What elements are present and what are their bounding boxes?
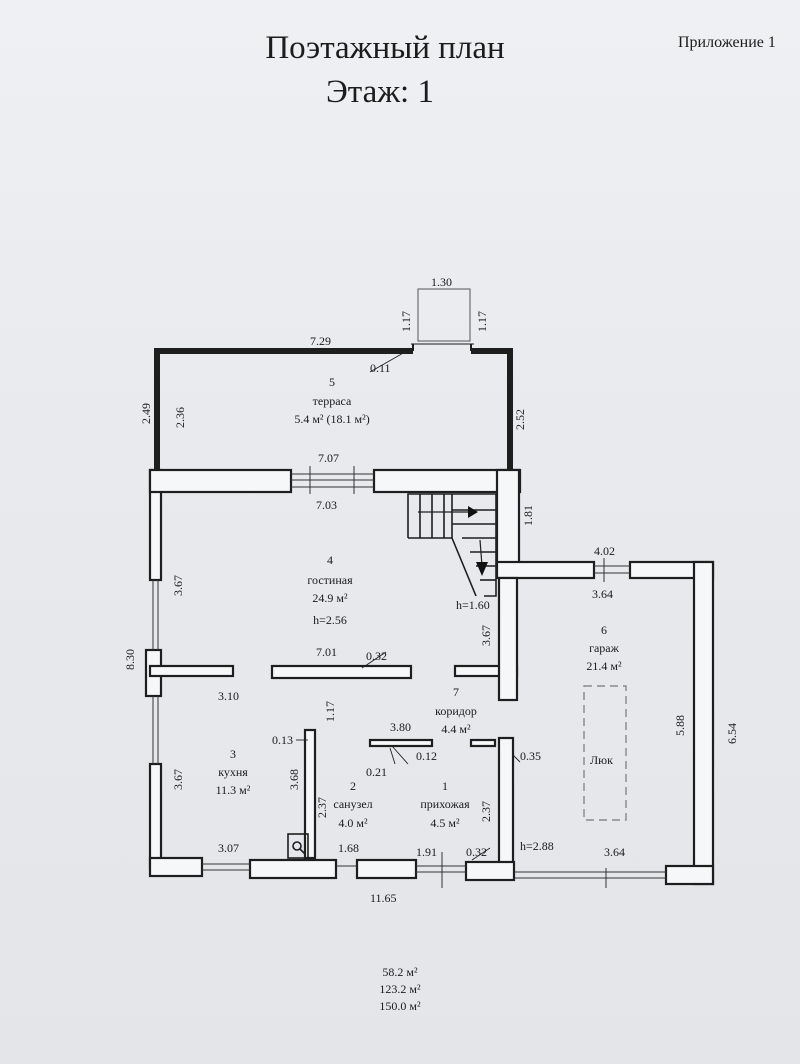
room-number: 6 xyxy=(601,623,607,637)
dim-living-left: 3.67 xyxy=(171,575,185,596)
room-kitchen: 3 кухня 11.3 м² xyxy=(216,747,251,797)
dim-terrace-top: 7.29 xyxy=(310,334,331,348)
dim-terrace-outer-left: 2.49 xyxy=(139,403,153,424)
stair-arrow-right xyxy=(468,506,478,518)
floor-label: Этаж: 1 xyxy=(326,74,434,110)
room-terrace: 5 терраса 5.4 м² (18.1 м²) xyxy=(294,375,369,426)
dim-total-left: 8.30 xyxy=(123,649,137,670)
room-name: коридор xyxy=(435,704,477,718)
total-living-area: 58.2 м² xyxy=(382,965,418,979)
dim-kitchen-left: 3.67 xyxy=(171,769,185,790)
dimension-labels: 1.30 1.17 1.17 7.29 0.11 2.49 2.36 2.52 … xyxy=(123,275,739,905)
room-garage: 6 гараж 21.4 м² xyxy=(586,623,622,673)
dim-corridor-height: 1.17 xyxy=(323,701,337,722)
room-area: 4.5 м² xyxy=(430,816,460,830)
windows xyxy=(152,466,666,888)
dim-bath-left: 2.37 xyxy=(315,797,329,818)
dim-living-top-inner: 7.03 xyxy=(316,498,337,512)
room-number: 4 xyxy=(327,553,333,567)
dim-porch-right: 1.17 xyxy=(475,311,489,332)
dim-wall-032-a: 0.32 xyxy=(366,649,387,663)
room-hallway: 1 прихожая 4.5 м² xyxy=(420,779,470,830)
room-name: гараж xyxy=(589,641,620,655)
dim-terrace-wall: 0.11 xyxy=(370,361,391,375)
stair-arrow-down xyxy=(476,562,488,576)
staircase xyxy=(407,493,497,597)
dim-stair-right: 3.67 xyxy=(479,625,493,646)
room-corridor: 7 коридор 4.4 м² xyxy=(435,685,477,736)
room-number: 1 xyxy=(442,779,448,793)
fan-icon xyxy=(287,833,309,859)
room-living: 4 гостиная 24.9 м² h=2.56 xyxy=(307,553,353,627)
dim-kitchen-bottom: 3.07 xyxy=(218,841,239,855)
room-area: 4.0 м² xyxy=(338,816,368,830)
room-name: гостиная xyxy=(307,573,353,587)
dim-porch-width: 1.30 xyxy=(431,275,452,289)
dim-kitchen-top: 3.10 xyxy=(218,689,239,703)
stair-height-label: h=1.60 xyxy=(456,598,490,612)
hatch-label: Люк xyxy=(590,753,613,767)
dim-living-top-outer: 7.07 xyxy=(318,451,339,465)
total-main-area: 123.2 м² xyxy=(379,982,421,996)
dim-garage-top-inner: 3.64 xyxy=(592,587,613,601)
dim-stair-side: 1.81 xyxy=(521,505,535,526)
room-number: 5 xyxy=(329,375,335,389)
dim-garage-inner-right: 5.88 xyxy=(673,715,687,736)
dim-hall-right: 2.37 xyxy=(479,801,493,822)
room-number: 2 xyxy=(350,779,356,793)
garage-height-label: h=2.88 xyxy=(520,839,554,853)
dim-terrace-right: 2.52 xyxy=(513,409,527,430)
dim-porch-left: 1.17 xyxy=(399,311,413,332)
room-number: 3 xyxy=(230,747,236,761)
plan-title: Поэтажный план xyxy=(265,30,505,66)
dim-wall-032-b: 0.32 xyxy=(466,845,487,859)
dim-kitchen-right: 3.68 xyxy=(287,769,301,790)
dim-bath-bottom: 1.68 xyxy=(338,841,359,855)
area-totals: 58.2 м² 123.2 м² 150.0 м² xyxy=(300,964,500,1015)
room-area: 4.4 м² xyxy=(441,722,471,736)
room-number: 7 xyxy=(453,685,459,699)
room-name: кухня xyxy=(218,765,248,779)
main-walls xyxy=(144,468,715,886)
room-area: 24.9 м² xyxy=(312,591,348,605)
dim-living-bottom: 7.01 xyxy=(316,645,337,659)
dim-terrace-inner-left: 2.36 xyxy=(173,407,187,428)
room-name: прихожая xyxy=(420,797,470,811)
dim-corridor-width: 3.80 xyxy=(390,720,411,734)
appendix-label: Приложение 1 xyxy=(678,34,776,51)
total-overall-area: 150.0 м² xyxy=(379,999,421,1013)
terrace-walls xyxy=(154,288,513,475)
dim-wall-035: 0.35 xyxy=(520,749,541,763)
room-name: санузел xyxy=(333,797,372,811)
dim-wall-012: 0.12 xyxy=(416,749,437,763)
room-bathroom: 2 санузел 4.0 м² xyxy=(333,779,372,830)
room-name: терраса xyxy=(313,394,352,408)
leader-lines xyxy=(296,351,521,861)
dim-hall-bottom: 1.91 xyxy=(416,845,437,859)
room-height: h=2.56 xyxy=(313,613,347,627)
dim-total-bottom: 11.65 xyxy=(370,891,397,905)
dim-wall-021: 0.21 xyxy=(366,765,387,779)
hatch-outline xyxy=(583,685,627,821)
dim-garage-bottom: 3.64 xyxy=(604,845,625,859)
room-area: 21.4 м² xyxy=(586,659,622,673)
dim-garage-top-outer: 4.02 xyxy=(594,544,615,558)
room-area: 5.4 м² (18.1 м²) xyxy=(294,412,369,426)
room-area: 11.3 м² xyxy=(216,783,251,797)
dim-wall-013: 0.13 xyxy=(272,733,293,747)
dim-garage-outer-right: 6.54 xyxy=(725,723,739,744)
